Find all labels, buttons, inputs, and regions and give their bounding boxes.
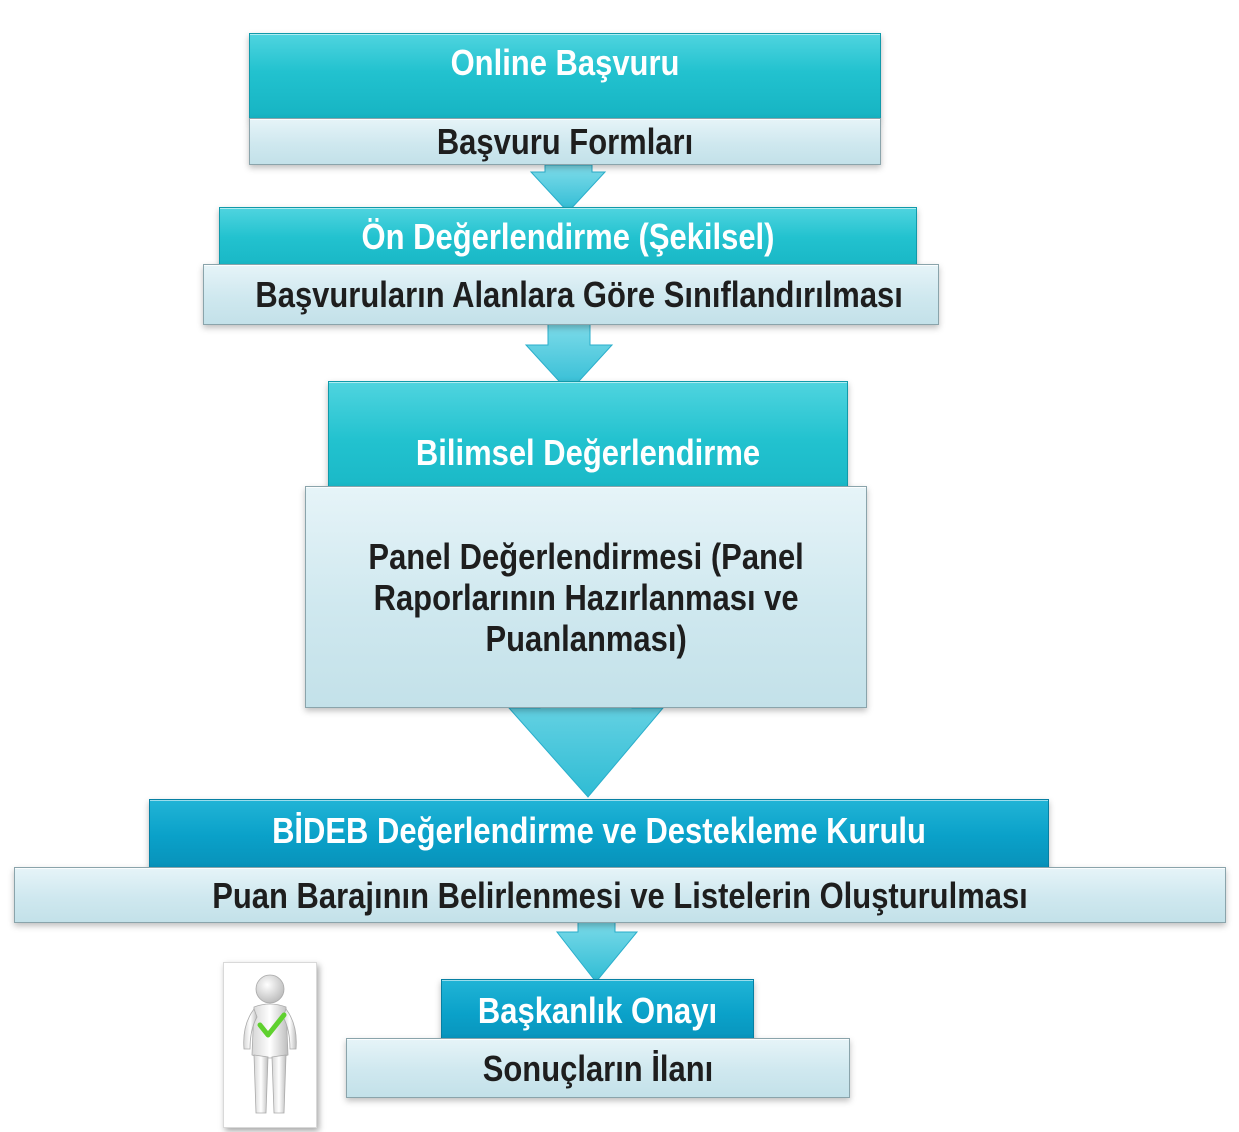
step-3-detail-line-2: Raporlarının Hazırlanması ve xyxy=(373,576,799,618)
step-5-title: Başkanlık Onayı xyxy=(477,990,718,1031)
step-4-header: BİDEB Değerlendirme ve Destekleme Kurulu xyxy=(149,799,1049,873)
step-3-detail-line-3: Puanlanması) xyxy=(485,617,687,659)
step-1-header: Online Başvuru xyxy=(249,33,881,119)
step-5-detail-box: Sonuçların İlanı xyxy=(346,1038,850,1098)
step-5-detail: Sonuçların İlanı xyxy=(482,1048,714,1089)
step-1-detail-box: Başvuru Formları xyxy=(249,118,881,165)
step-2-detail-box: Başvuruların Alanlara Göre Sınıflandırıl… xyxy=(203,264,939,325)
arrow-1 xyxy=(529,164,607,213)
step-2-title: Ön Değerlendirme (Şekilsel) xyxy=(361,216,775,257)
step-1-title: Online Başvuru xyxy=(450,42,680,83)
step-3-detail-box: Panel Değerlendirmesi (Panel Raporlarını… xyxy=(305,486,867,708)
person-card xyxy=(223,962,317,1128)
step-2-detail: Başvuruların Alanlara Göre Sınıflandırıl… xyxy=(255,274,903,315)
arrow-2 xyxy=(524,321,614,393)
step-3-detail-line-1: Panel Değerlendirmesi (Panel xyxy=(368,535,804,577)
person-check-icon xyxy=(243,974,297,1114)
step-4-detail: Puan Barajının Belirlenmesi ve Listeleri… xyxy=(212,875,1028,916)
step-4-detail-box: Puan Barajının Belirlenmesi ve Listeleri… xyxy=(14,867,1226,923)
arrow-4 xyxy=(555,917,639,983)
step-4-title: BİDEB Değerlendirme ve Destekleme Kurulu xyxy=(272,810,926,851)
step-1-detail: Başvuru Formları xyxy=(436,121,694,162)
step-3-title: Bilimsel Değerlendirme xyxy=(415,432,761,473)
